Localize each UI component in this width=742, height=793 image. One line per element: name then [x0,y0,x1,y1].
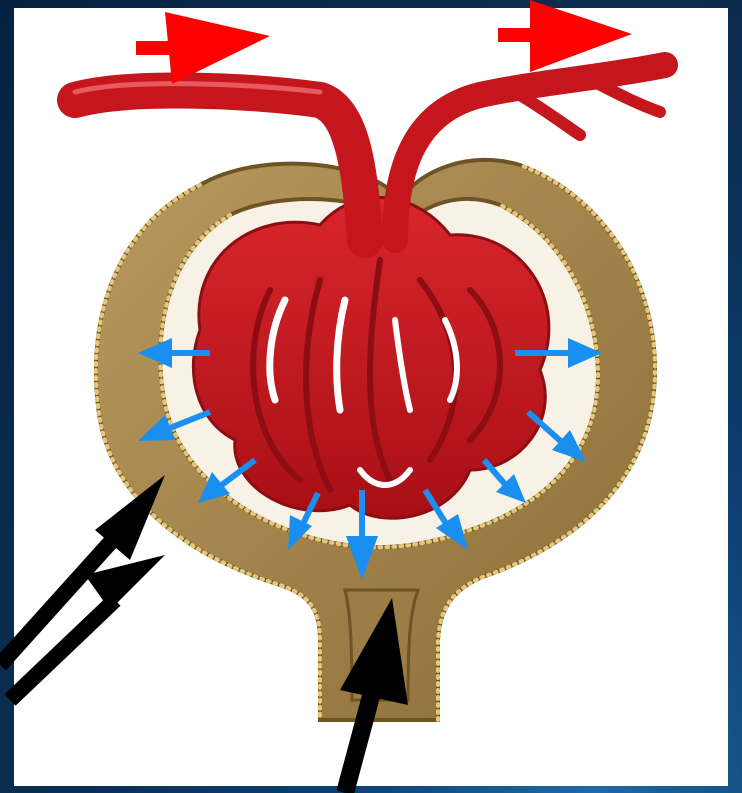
glomerulus-diagram [0,0,742,793]
slide-background [0,0,742,793]
